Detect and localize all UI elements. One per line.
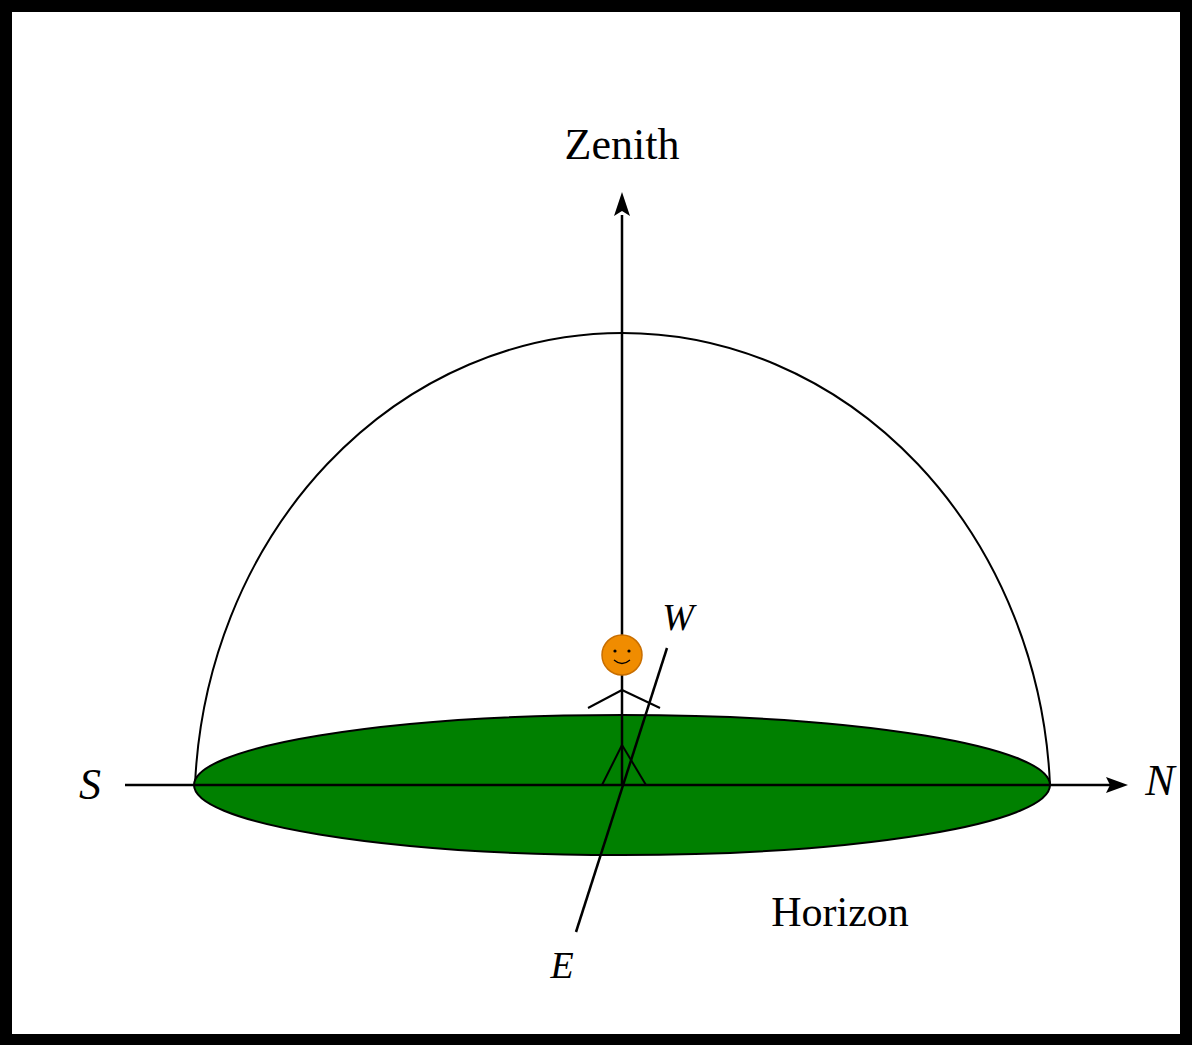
observer-leg [622, 745, 646, 785]
plane-label: Horizon [771, 891, 909, 933]
direction-label: E [550, 946, 573, 984]
observer-eye [613, 649, 616, 652]
south-north-axis [125, 784, 1110, 787]
observer-leg [602, 745, 622, 785]
axis-label: Zenith [565, 123, 680, 167]
zenith-arrowhead [614, 192, 630, 216]
observer-eye [627, 649, 630, 652]
observer-head [602, 635, 642, 675]
observer-figure [588, 635, 660, 785]
north-arrowhead [1106, 777, 1128, 793]
direction-label: W [662, 598, 694, 636]
direction-label: N [1145, 759, 1174, 803]
observer-arm [622, 690, 660, 708]
observer-body [621, 676, 623, 745]
observer-smile [614, 660, 630, 664]
zenith-axis [621, 215, 624, 785]
direction-label: S [79, 763, 101, 807]
east-west-axis [576, 648, 667, 932]
observer-arm [588, 690, 622, 708]
